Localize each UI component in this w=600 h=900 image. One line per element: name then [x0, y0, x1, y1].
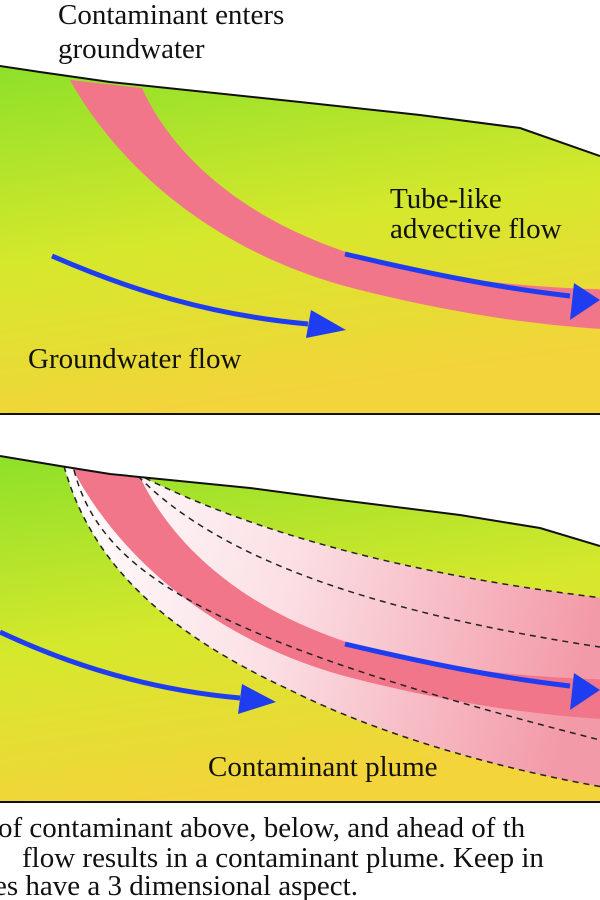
- top-groundwater-flow-arrowhead: [306, 310, 346, 338]
- bottom-ground-surface: [0, 455, 600, 547]
- top-panel: Contaminant enters groundwater Tube-like…: [0, 0, 600, 415]
- label-contaminant-plume: Contaminant plume: [208, 751, 438, 783]
- plume-outline-dashes: [63, 465, 600, 791]
- plume-dash-lower-outer: [63, 465, 600, 791]
- label-contaminant-enters: Contaminant enters groundwater: [58, 0, 292, 65]
- label-tube-like-line2: advective flow: [390, 213, 562, 245]
- top-advective-flow-arrowhead: [570, 283, 600, 320]
- bottom-contaminant-tube: [72, 468, 600, 720]
- contaminant-plume: [64, 466, 600, 790]
- caption-line-3: es have a 3 dimensional aspect.: [0, 870, 358, 900]
- top-ground-surface: [0, 65, 600, 157]
- label-contaminant-enters-line2: groundwater: [58, 33, 205, 65]
- bottom-groundwater-flow-arrow: [0, 629, 241, 701]
- label-groundwater-flow: Groundwater flow: [28, 343, 241, 375]
- top-contaminant-tube: [70, 80, 600, 330]
- caption-line-1: of contaminant above, below, and ahead o…: [0, 812, 526, 844]
- bottom-advective-flow-arrow: [344, 641, 571, 689]
- bottom-advective-flow-arrowhead: [570, 673, 600, 710]
- label-contaminant-enters-line1: Contaminant enters: [58, 0, 284, 31]
- bottom-panel: Contaminant plume: [0, 455, 600, 803]
- bottom-groundwater-flow-arrowhead: [238, 684, 276, 714]
- plume-dash-lower-inner: [73, 469, 600, 746]
- label-tube-like-advective-flow: Tube-like advective flow: [390, 183, 562, 245]
- figure-caption: of contaminant above, below, and ahead o…: [0, 808, 600, 900]
- top-advective-flow-arrow: [344, 251, 571, 299]
- label-tube-like-line1: Tube-like: [390, 183, 502, 215]
- plume-dash-upper-inner: [137, 475, 600, 651]
- caption-line-2: flow results in a contaminant plume. Kee…: [22, 842, 544, 874]
- top-groundwater-flow-arrow: [51, 253, 309, 327]
